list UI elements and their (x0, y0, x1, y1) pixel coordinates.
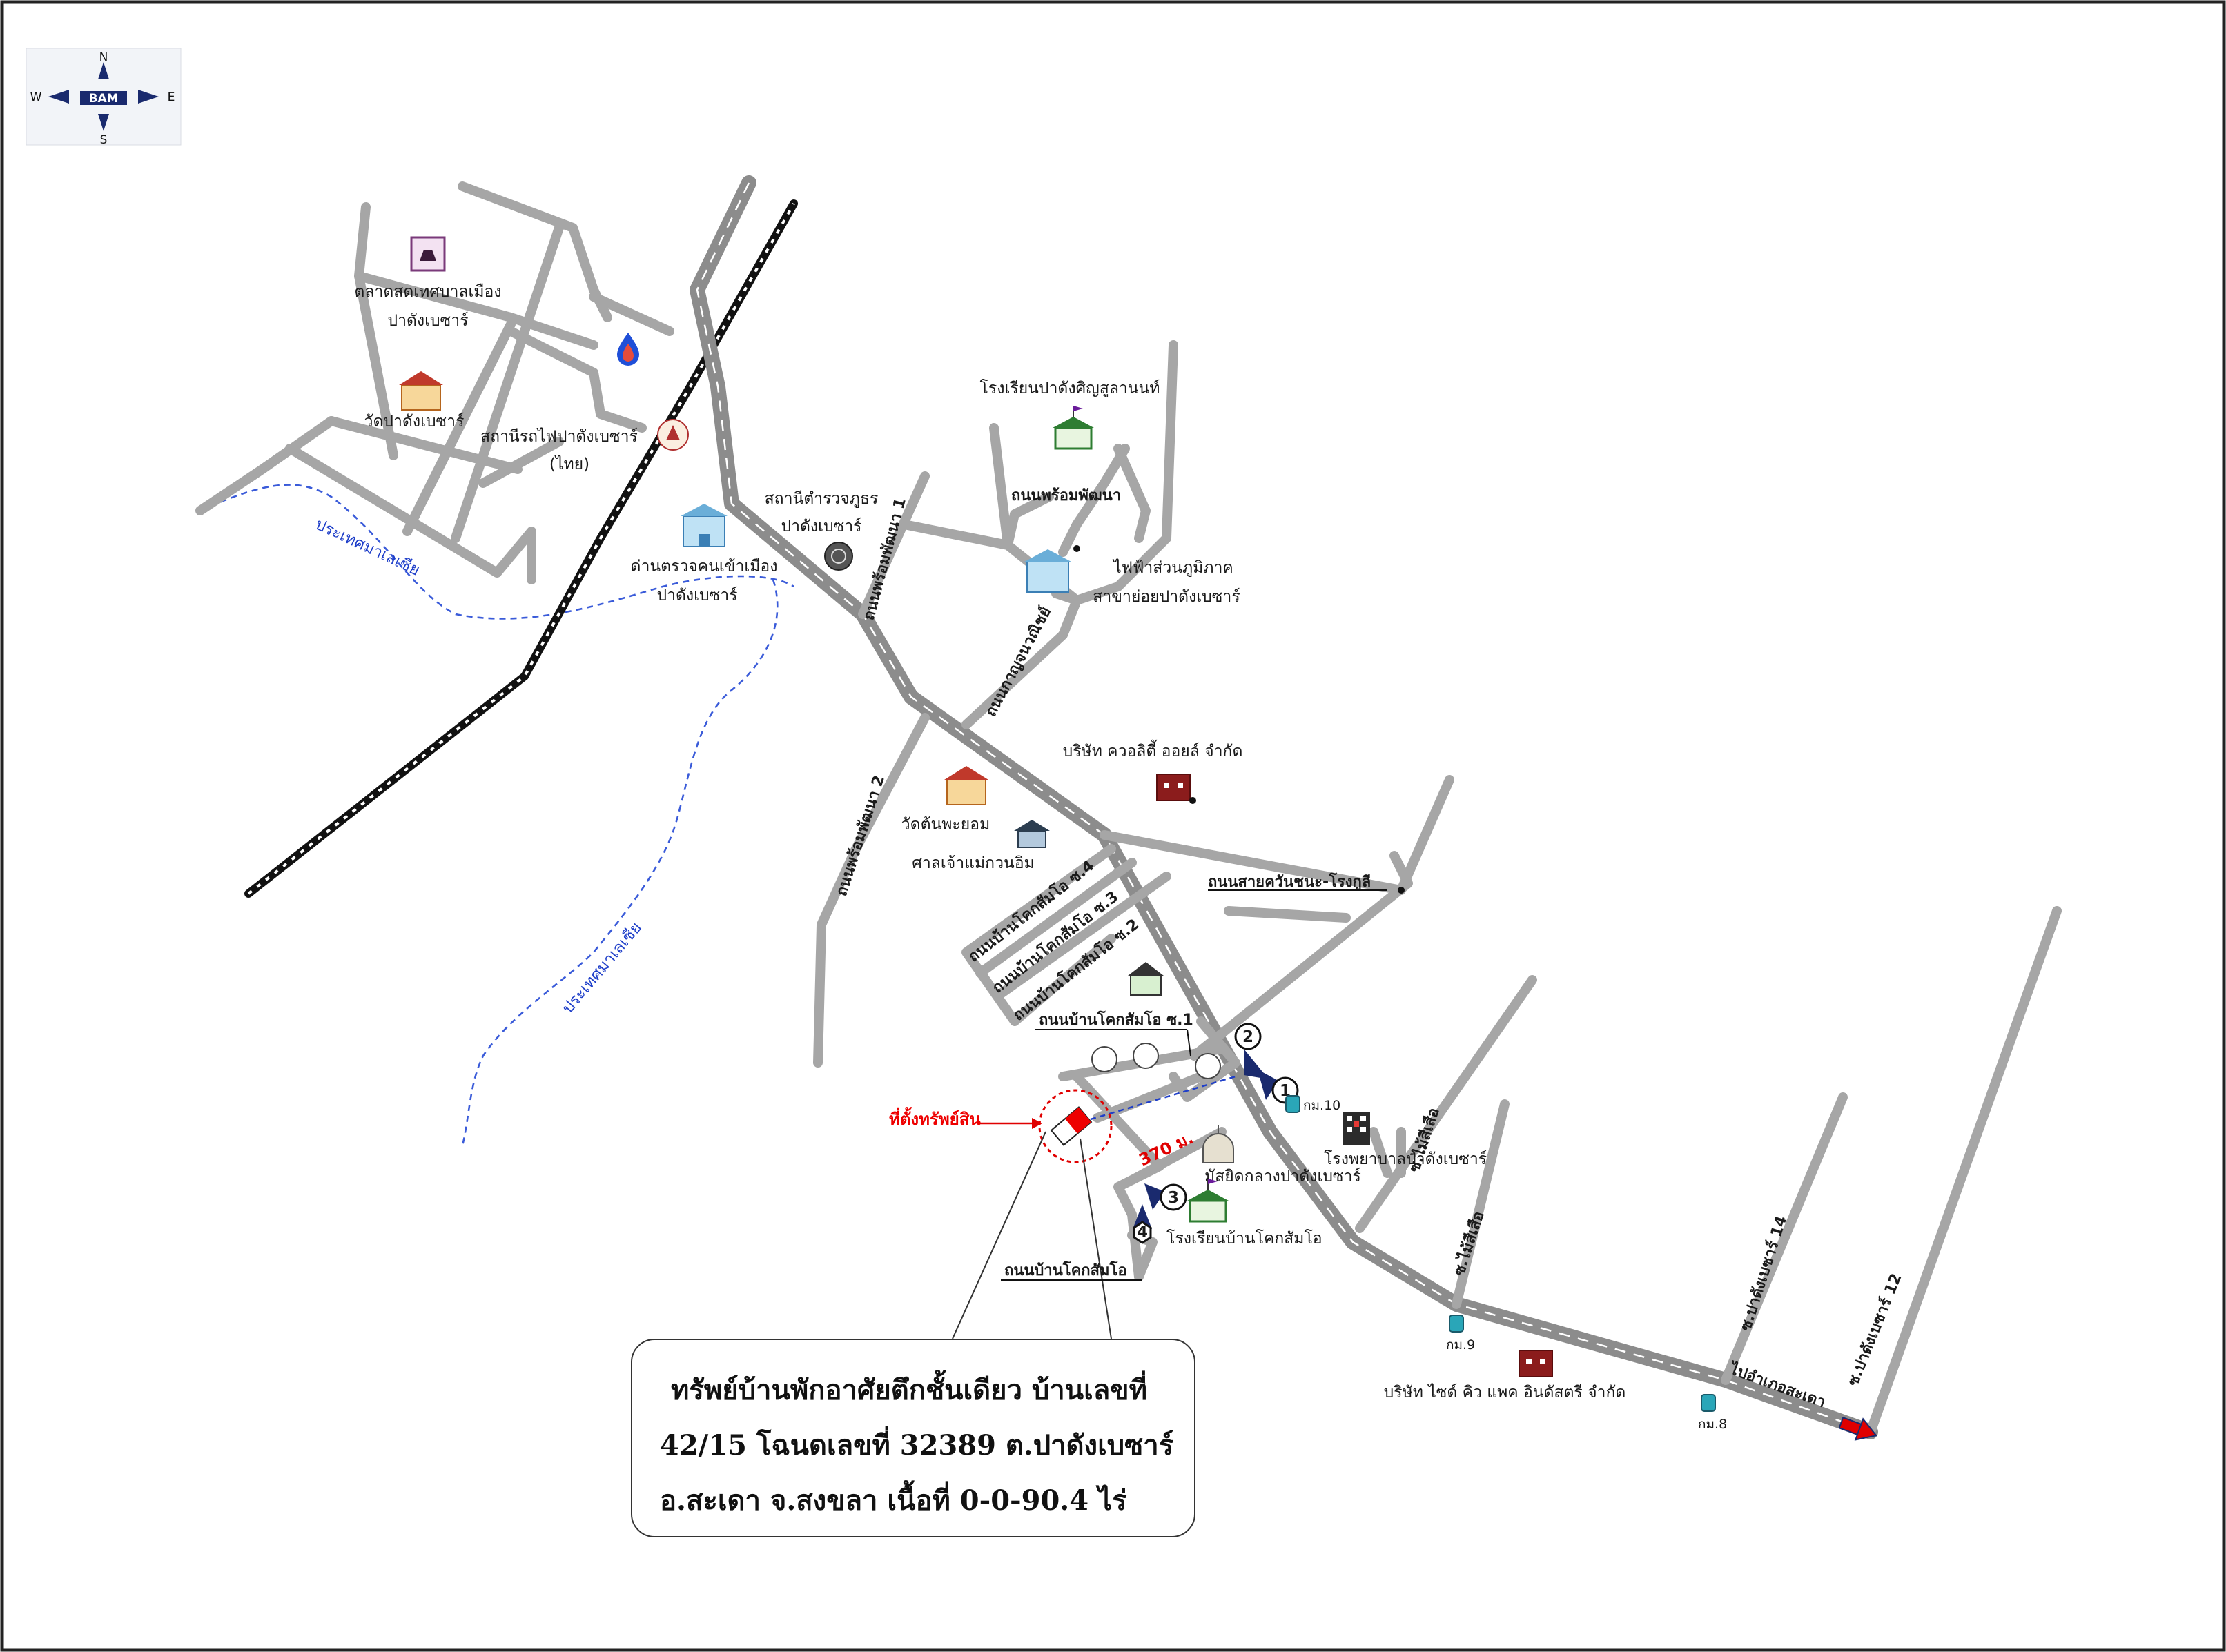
compass-brand: BAM (88, 92, 118, 106)
mosque-icon (1202, 1125, 1234, 1163)
road-label-phromphatthana-2: ถนนพร้อมพัฒนา 2 (833, 774, 888, 898)
main-road (690, 175, 1878, 1439)
callout-pointer (1080, 1138, 1112, 1339)
property-pointer-arrow (1032, 1118, 1042, 1129)
road-label-khok-som-o-1: ถนนบ้านโคกสัมโอ ซ.1 (1039, 1010, 1193, 1029)
marker-3: 3 (1144, 1183, 1187, 1211)
market-label-1: ตลาดสดเทศบาลเมือง (354, 283, 501, 301)
power-office-label-2: สาขาย่อยปาดังเบซาร์ (1093, 587, 1240, 606)
immigration-label-1: ด่านตรวจคนเข้าเมือง (631, 558, 778, 576)
police-label-2: ปาดังเบซาร์ (781, 517, 861, 535)
wat-padang-label: วัดปาดังเบซาร์ (364, 412, 465, 431)
road-label-soi-padang-14: ซ.ปาดังเบซาร์ 14 (1737, 1214, 1790, 1333)
temple-icon (399, 371, 443, 411)
property-marker (1050, 1106, 1093, 1146)
compass-e: E (168, 90, 175, 104)
compass-icon: BAM N S W E (26, 48, 182, 147)
immigration-icon (681, 504, 728, 547)
rail-station-label-2: (ไทย) (549, 455, 589, 473)
property-location-label: ที่ตั้งทรัพย์สิน (889, 1106, 981, 1129)
road-dot (1398, 887, 1405, 894)
svg-text:3: 3 (1168, 1189, 1179, 1207)
school-bottom-label: โรงเรียนบ้านโคกสัมโอ (1166, 1229, 1322, 1248)
km-post-icon (1285, 1095, 1300, 1113)
market-icon (410, 236, 446, 272)
factory-icon (1156, 774, 1191, 801)
school-top-label: โรงเรียนปาดังศิญสูลานนท์ (980, 379, 1160, 397)
compass-w: W (30, 90, 42, 104)
callout-pointer (952, 1131, 1046, 1339)
power-office-icon (1024, 549, 1071, 593)
marker-2: 2 (1234, 1023, 1269, 1079)
mosque-label: มัสยิดกลางปาดังเบซาร์ (1204, 1167, 1361, 1186)
border-river-2 (461, 579, 779, 1146)
km9-label: กม.9 (1446, 1337, 1475, 1353)
gas-station-icon (617, 333, 639, 366)
river-label-malaysia-2: ประเทศมาเลเซีย (559, 919, 645, 1017)
hospital-icon (1343, 1112, 1370, 1145)
school-icon (1187, 1179, 1229, 1223)
road-label-soi-maisi-2: ซ.ไม้สีเสือ (1449, 1209, 1487, 1278)
km8-label: กม.8 (1698, 1417, 1727, 1432)
road-label-saikhwan: ถนนสายควันชนะ-โรงกูลี (1208, 872, 1371, 892)
roads-northwest (195, 181, 674, 584)
road-label-kanchanawanit: ถนนกาญจนวณิชย์ (982, 604, 1055, 720)
property-description-callout: ทรัพย์บ้านพักอาศัยตึกชั้นเดียว บ้านเลขที… (631, 1339, 1195, 1537)
shrine-icon (1014, 820, 1050, 848)
road-dot (1189, 797, 1196, 804)
svg-text:2: 2 (1242, 1028, 1253, 1046)
house-icon (1128, 962, 1164, 996)
property-circle (1038, 1089, 1113, 1163)
marker-4: 4 (1133, 1204, 1152, 1244)
leader-line (1187, 1029, 1191, 1056)
immigration-label-2: ปาดังเบซาร์ (656, 586, 737, 604)
road-dot (1073, 545, 1080, 552)
description-line-3: อ.สะเดา จ.สงขลา เนื้อที่ 0-0-90.4 ไร่ (660, 1484, 1127, 1517)
road-label-khok-som-o-4: ถนนบ้านโคกสัมโอ ซ.4 (964, 856, 1097, 966)
shrine-label: ศาลเจ้าแม่กวนอิม (912, 854, 1034, 872)
road-label-phromphatthana-1: ถนนพร้อมพัฒนา 1 (861, 496, 910, 622)
factory-icon (1519, 1350, 1553, 1377)
power-office-label-1: ไฟฟ้าส่วนภูมิภาค (1112, 558, 1233, 577)
svg-text:4: 4 (1137, 1223, 1148, 1241)
turn-icons (1091, 1043, 1221, 1079)
school-icon (1053, 406, 1094, 450)
border-river-1 (199, 484, 794, 620)
rail-station-label-1: สถานีรถไฟปาดังเบซาร์ (480, 427, 638, 446)
direction-arrow-icon (1838, 1416, 1877, 1441)
road-label-phromphatthana-3: ถนนพร้อมพัฒนา (1011, 487, 1121, 504)
rail-station-icon (657, 419, 689, 451)
wat-ton-phayom-label: วัดต้นพะยอม (901, 816, 990, 834)
police-icon (824, 542, 853, 571)
police-label-1: สถานีตำรวจภูธร (765, 490, 879, 508)
railway (244, 199, 798, 898)
distance-line (1090, 1075, 1236, 1121)
description-line-1: ทรัพย์บ้านพักอาศัยตึกชั้นเดียว บ้านเลขที… (671, 1374, 1147, 1406)
market-label-2: ปาดังเบซาร์ (387, 311, 468, 330)
temple-icon (944, 766, 988, 805)
description-line-2: 42/15 โฉนดเลขที่ 32389 ต.ปาดังเบซาร์ (660, 1429, 1174, 1462)
compass-s: S (100, 133, 108, 147)
side-pack-label: บริษัท ไซด์ คิว แพค อินดัสตรี จำกัด (1384, 1383, 1626, 1402)
hospital-label: โรงพยาบาลปาดังเบซาร์ (1324, 1150, 1487, 1168)
km10-label: กม.10 (1303, 1098, 1340, 1113)
quality-oil-label: บริษัท ควอลิตี้ ออยล์ จำกัด (1063, 740, 1243, 760)
compass-n: N (99, 50, 108, 64)
km-post-icon (1701, 1394, 1716, 1412)
road-label-khok-som-o: ถนนบ้านโคกสัมโอ (1004, 1261, 1127, 1279)
km-post-icon (1449, 1315, 1464, 1333)
